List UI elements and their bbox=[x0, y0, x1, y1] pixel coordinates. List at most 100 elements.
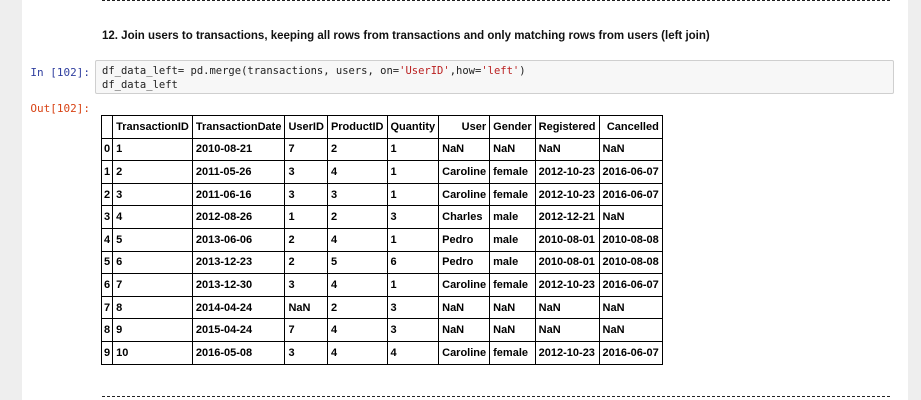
row-index: 9 bbox=[100, 340, 114, 365]
row-index: 8 bbox=[100, 318, 114, 342]
table-cell: 5 bbox=[112, 227, 193, 252]
table-cell: 2014-04-24 bbox=[191, 295, 286, 320]
table-cell: 3 bbox=[326, 182, 388, 207]
column-header: UserID bbox=[284, 115, 328, 139]
table-cell: NaN bbox=[438, 318, 491, 342]
table-cell: NaN bbox=[598, 137, 663, 162]
input-prompt: In [102]: bbox=[30, 66, 90, 79]
table-cell: 2016-05-08 bbox=[191, 340, 286, 365]
row-index: 2 bbox=[100, 182, 114, 207]
table-cell: Caroline bbox=[438, 273, 491, 297]
table-cell: Charles bbox=[438, 205, 491, 229]
row-index: 3 bbox=[100, 205, 114, 229]
table-cell: 4 bbox=[326, 160, 388, 184]
table-cell: NaN bbox=[284, 295, 328, 320]
row-index: 0 bbox=[100, 137, 114, 162]
table-cell: 2010-08-01 bbox=[534, 227, 600, 252]
table-cell: NaN bbox=[534, 318, 600, 342]
table-cell: female bbox=[489, 182, 536, 207]
table-cell: NaN bbox=[534, 137, 600, 162]
table-cell: 6 bbox=[386, 250, 440, 275]
table-cell: 2015-04-24 bbox=[191, 318, 286, 342]
code-line-2: df_data_left bbox=[102, 78, 178, 91]
column-header: TransactionDate bbox=[191, 115, 286, 139]
table-cell: male bbox=[489, 227, 536, 252]
table-cell: 2012-10-23 bbox=[534, 273, 600, 297]
table-cell: 4 bbox=[386, 340, 440, 365]
table-cell: NaN bbox=[534, 295, 600, 320]
table-cell: 7 bbox=[284, 137, 328, 162]
table-cell: Pedro bbox=[438, 250, 491, 275]
bottom-divider bbox=[102, 396, 890, 397]
table-cell: 1 bbox=[112, 137, 193, 162]
table-cell: 3 bbox=[284, 273, 328, 297]
table-cell: 2012-10-23 bbox=[534, 182, 600, 207]
table-cell: NaN bbox=[489, 318, 536, 342]
table-cell: 1 bbox=[284, 205, 328, 229]
markdown-heading: 12. Join users to transactions, keeping … bbox=[102, 30, 710, 42]
top-divider bbox=[102, 0, 890, 1]
table-cell: 10 bbox=[112, 340, 193, 365]
table-cell: 2012-12-21 bbox=[534, 205, 600, 229]
table-cell: 4 bbox=[326, 318, 388, 342]
table-cell: NaN bbox=[438, 295, 491, 320]
table-cell: 2 bbox=[326, 205, 388, 229]
table-cell: NaN bbox=[598, 318, 663, 342]
table-cell: 2012-08-26 bbox=[191, 205, 286, 229]
table-cell: 6 bbox=[112, 250, 193, 275]
row-index: 6 bbox=[100, 273, 114, 297]
table-cell: 4 bbox=[326, 227, 388, 252]
column-header: Gender bbox=[489, 115, 536, 139]
table-cell: 2012-10-23 bbox=[534, 160, 600, 184]
table-cell: 1 bbox=[386, 227, 440, 252]
code-string-left: 'left' bbox=[481, 65, 520, 77]
table-cell: male bbox=[489, 250, 536, 275]
column-header: ProductID bbox=[326, 115, 388, 139]
table-cell: 9 bbox=[112, 318, 193, 342]
column-header: User bbox=[438, 115, 491, 139]
row-index: 5 bbox=[100, 250, 114, 275]
row-index: 4 bbox=[100, 227, 114, 252]
table-cell: Pedro bbox=[438, 227, 491, 252]
column-header: Cancelled bbox=[598, 115, 663, 139]
table-cell: 1 bbox=[386, 273, 440, 297]
code-input-cell[interactable]: df_data_left= pd.merge(transactions, use… bbox=[95, 60, 894, 94]
column-header: Quantity bbox=[386, 115, 440, 139]
table-cell: 4 bbox=[326, 340, 388, 365]
table-cell: 7 bbox=[284, 318, 328, 342]
table-cell: 4 bbox=[112, 205, 193, 229]
table-cell: female bbox=[489, 160, 536, 184]
table-cell: 3 bbox=[284, 160, 328, 184]
table-cell: 2016-06-07 bbox=[598, 160, 663, 184]
column-header: TransactionID bbox=[112, 115, 193, 139]
table-cell: NaN bbox=[598, 205, 663, 229]
table-cell: 3 bbox=[386, 205, 440, 229]
row-index: 7 bbox=[100, 295, 114, 320]
notebook-cell-area: 12. Join users to transactions, keeping … bbox=[22, 0, 908, 400]
table-cell: female bbox=[489, 273, 536, 297]
table-cell: 8 bbox=[112, 295, 193, 320]
code-string-userid: 'UserID' bbox=[399, 65, 450, 77]
table-cell: 3 bbox=[386, 318, 440, 342]
table-cell: 7 bbox=[112, 273, 193, 297]
table-cell: 3 bbox=[284, 340, 328, 365]
table-cell: 1 bbox=[386, 160, 440, 184]
table-cell: 3 bbox=[112, 182, 193, 207]
table-cell: 2016-06-07 bbox=[598, 340, 663, 365]
output-prompt: Out[102]: bbox=[30, 102, 90, 115]
table-cell: 2 bbox=[284, 250, 328, 275]
table-cell: male bbox=[489, 205, 536, 229]
table-cell: 4 bbox=[326, 273, 388, 297]
table-cell: 2013-06-06 bbox=[191, 227, 286, 252]
table-cell: Caroline bbox=[438, 160, 491, 184]
table-cell: 3 bbox=[284, 182, 328, 207]
